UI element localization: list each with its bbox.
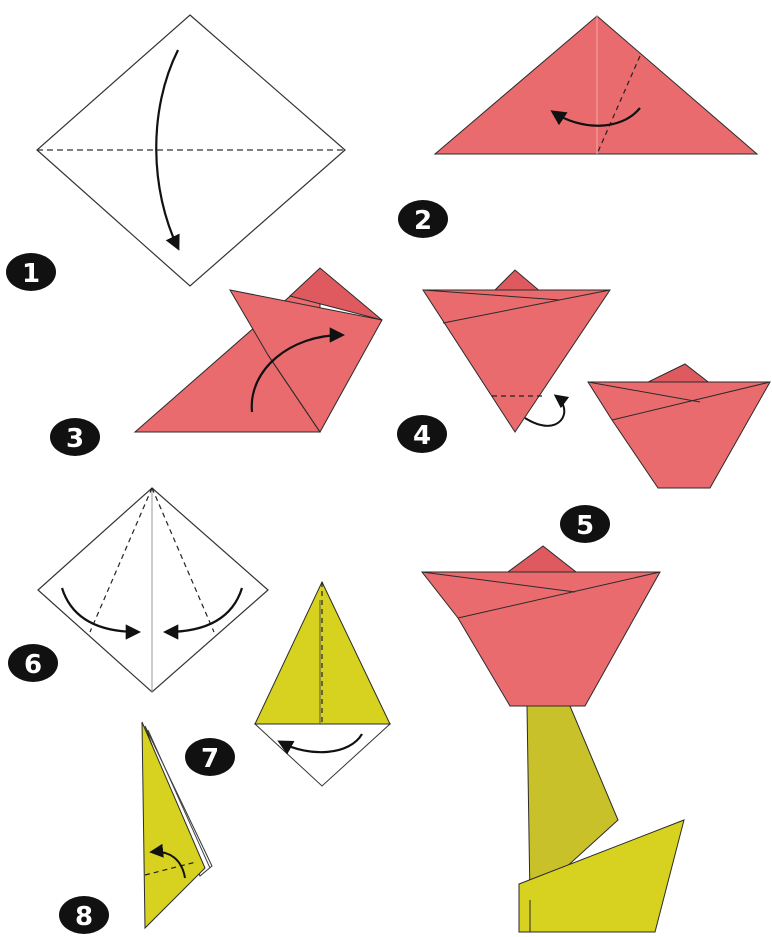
step-number-text: 8: [75, 902, 93, 932]
paper-bottom-white: [255, 724, 390, 786]
final-tulip: [422, 546, 684, 932]
paper-square-white: [38, 488, 268, 692]
step-number-3: 3: [50, 418, 100, 456]
step-number-text: 2: [414, 206, 432, 236]
step-3-figure: [135, 268, 382, 432]
step-6-figure: [38, 488, 268, 692]
step-number-text: 3: [66, 424, 84, 454]
tulip-head-red: [422, 572, 660, 706]
step-5-figure: [588, 364, 770, 488]
step-number-text: 6: [24, 650, 42, 680]
step-number-7: 7: [185, 738, 235, 776]
step-number-1: 1: [6, 253, 56, 291]
step-2-figure: [435, 16, 757, 154]
step-4-figure: [423, 270, 610, 432]
step-number-5: 5: [560, 505, 610, 543]
step-number-4: 4: [397, 415, 447, 453]
step-number-text: 7: [201, 744, 219, 774]
tulip-cone-red: [423, 290, 610, 432]
step-number-text: 1: [22, 259, 40, 289]
step-7-figure: [255, 582, 390, 786]
step-number-8: 8: [59, 896, 109, 934]
paper-triangle-red: [435, 16, 757, 154]
step-number-6: 6: [8, 644, 58, 682]
step-number-text: 4: [413, 421, 431, 451]
step-number-text: 5: [576, 511, 594, 541]
step-number-2: 2: [398, 200, 448, 238]
step-1-figure: [37, 15, 345, 286]
